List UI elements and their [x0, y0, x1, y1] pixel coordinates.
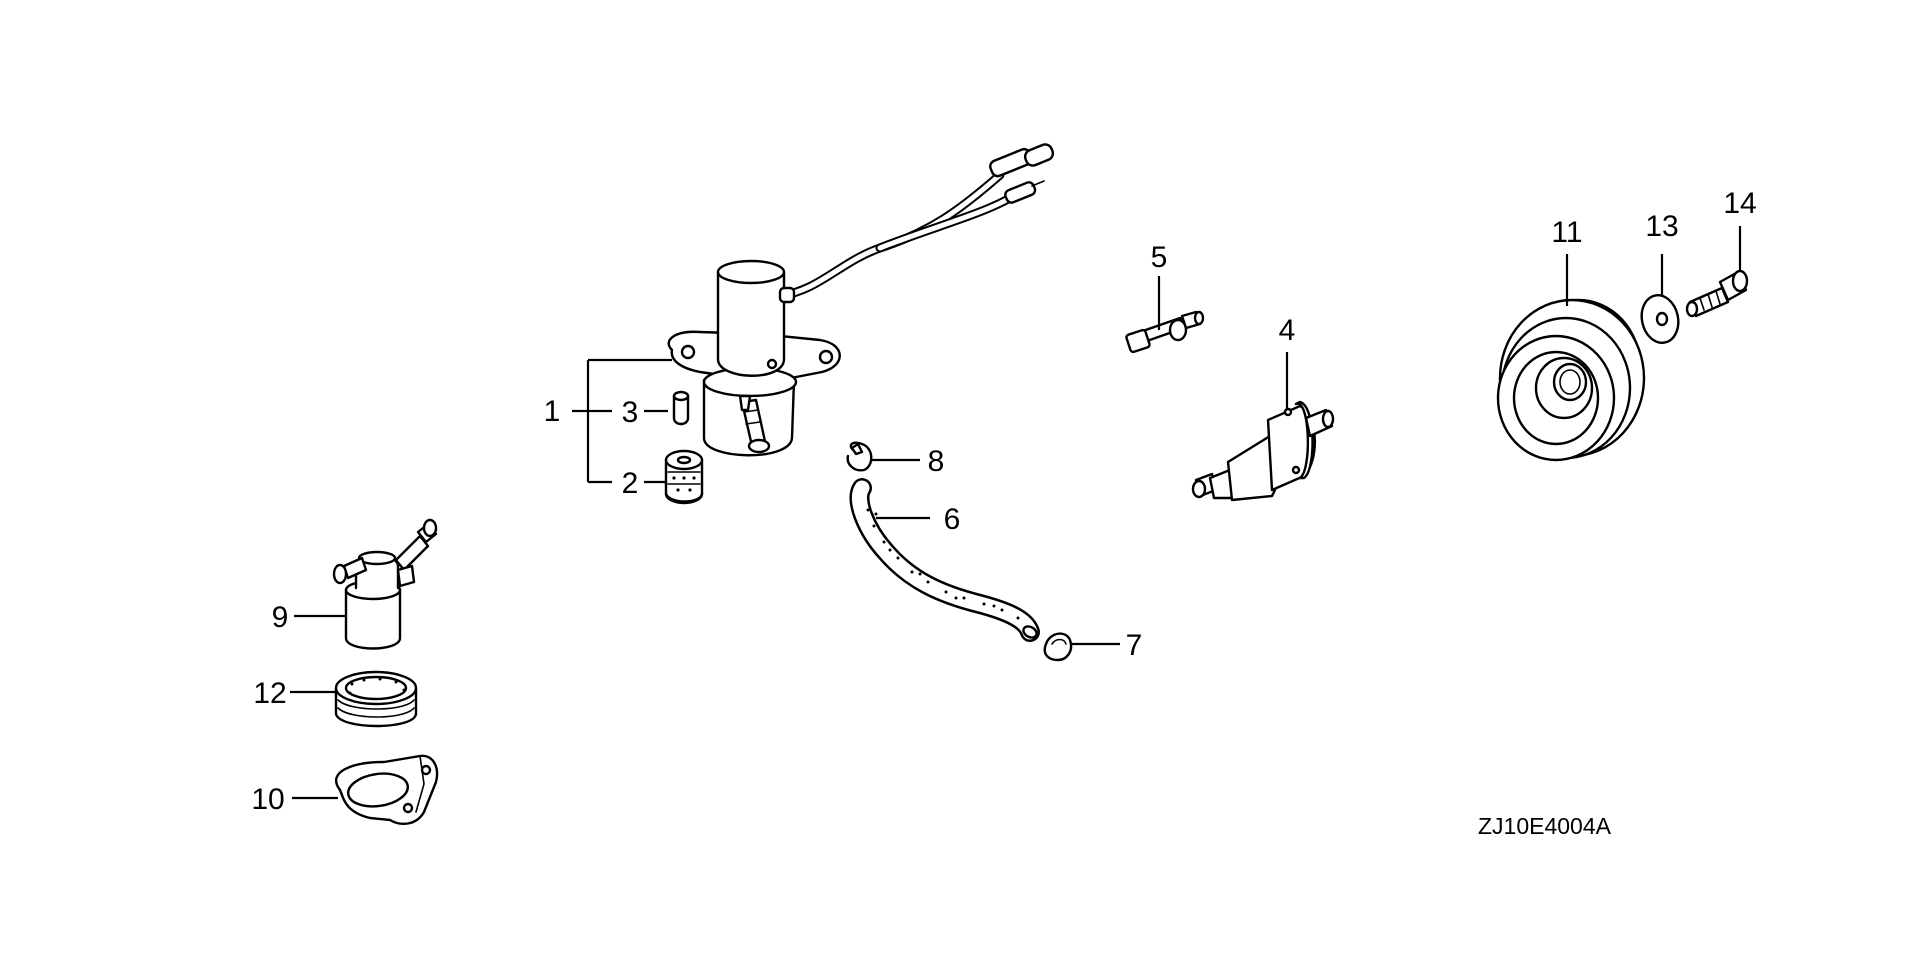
filter-bracket: [334, 754, 439, 825]
callout-7: 7: [1126, 629, 1143, 662]
callout-4: 4: [1279, 314, 1296, 347]
callout-8: 8: [928, 445, 945, 478]
washer: [1640, 294, 1680, 344]
callout-labels: 1 2 3 4 5 6 7 8 9 10 11 12 13 14: [251, 187, 1756, 816]
bolt-14: [1685, 269, 1749, 318]
bolt-5: [1125, 310, 1205, 354]
callout-5: 5: [1151, 241, 1168, 274]
leader-lines: [290, 226, 1742, 800]
mount-rubber: [664, 449, 704, 505]
callout-12: 12: [253, 677, 286, 710]
fuel-filter: [332, 518, 438, 650]
callout-3: 3: [622, 396, 639, 429]
callout-13: 13: [1645, 210, 1678, 243]
filter-rubber: [334, 670, 418, 728]
callout-1: 1: [544, 395, 561, 428]
clip-7: [1043, 632, 1073, 662]
callout-10: 10: [251, 783, 284, 816]
clip-8: [846, 441, 873, 472]
callout-6: 6: [944, 503, 961, 536]
fuel-pump-assembly: [667, 143, 1055, 457]
pulley: [1496, 298, 1646, 462]
drawing-code: ZJ10E4004A: [1478, 813, 1612, 839]
callout-9: 9: [272, 601, 289, 634]
fuel-strainer: [1191, 400, 1335, 502]
callout-11: 11: [1551, 216, 1582, 249]
pump-pipe: [672, 390, 690, 426]
callout-14: 14: [1723, 187, 1756, 220]
callout-2: 2: [622, 467, 639, 500]
fuel-tube: [849, 478, 1040, 642]
